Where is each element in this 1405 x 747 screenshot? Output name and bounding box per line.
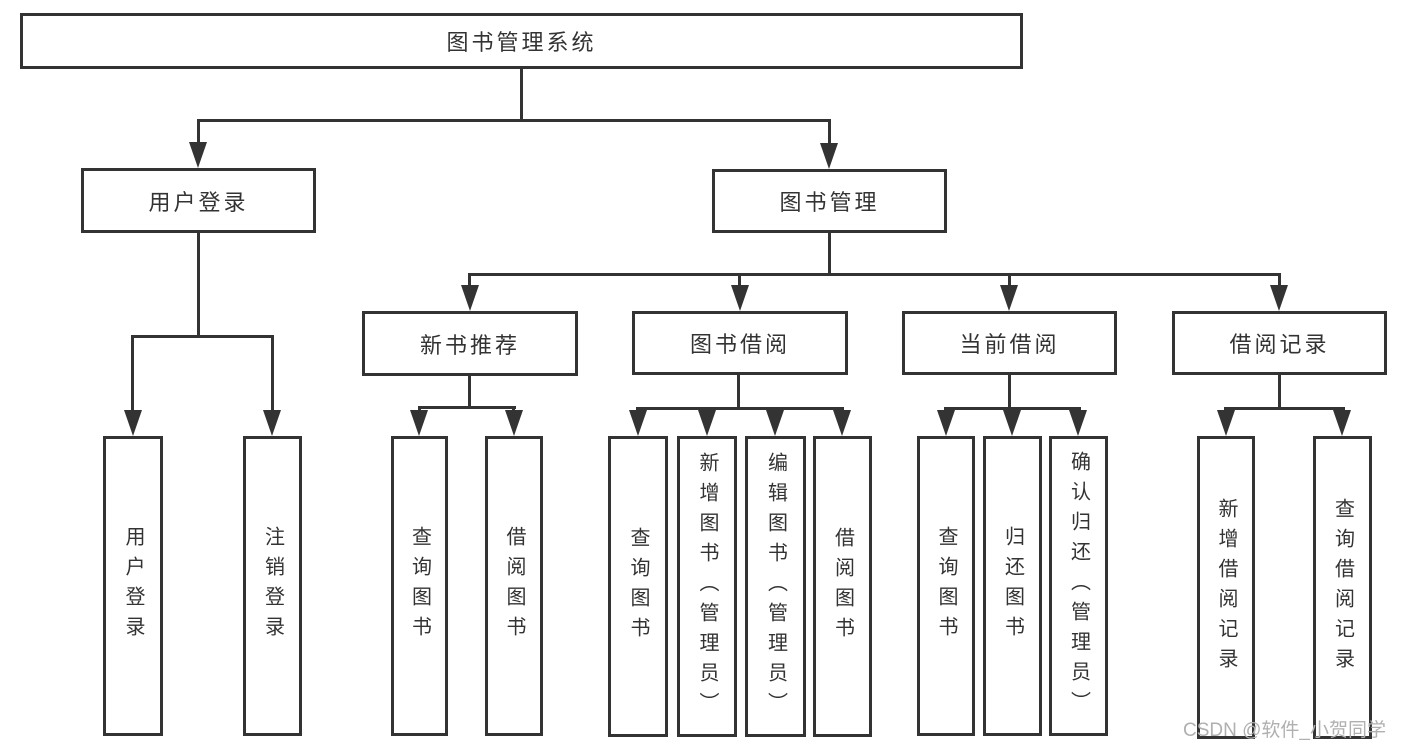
connector-line <box>197 231 200 338</box>
node-current-borrowing: 当前借阅 <box>902 311 1117 375</box>
connector-line <box>1008 374 1011 410</box>
node-edit-book-admin-label: 编辑图书（管理员） <box>764 451 787 722</box>
node-add-borrow-record-label: 新增借阅记录 <box>1215 497 1237 678</box>
node-query-books-current-label: 查询图书 <box>935 526 957 646</box>
node-return-books: 归还图书 <box>983 436 1042 736</box>
node-query-books-recommend-label: 查询图书 <box>408 526 431 646</box>
node-query-books-current: 查询图书 <box>917 436 975 736</box>
node-user-login: 用户登录 <box>81 168 316 233</box>
node-book-borrowing-label: 图书借阅 <box>689 332 790 357</box>
arrow-down-icon <box>189 142 207 168</box>
connector-line <box>131 335 134 415</box>
node-book-borrowing: 图书借阅 <box>632 311 848 375</box>
connector-line <box>636 407 844 410</box>
node-query-borrow-record: 查询借阅记录 <box>1313 436 1372 739</box>
node-borrow-books-action: 借阅图书 <box>813 436 872 737</box>
node-add-book-admin: 新增图书（管理员） <box>677 436 737 737</box>
arrow-down-icon <box>1000 285 1018 311</box>
arrow-down-icon <box>698 410 716 436</box>
arrow-down-icon <box>461 285 479 311</box>
arrow-down-icon <box>1003 410 1021 436</box>
csdn-watermark: CSDN @软件_小贺同学 <box>1183 720 1386 741</box>
arrow-down-icon <box>629 410 647 436</box>
connector-line <box>828 231 831 276</box>
arrow-down-icon <box>124 410 142 436</box>
connector-line <box>131 335 274 338</box>
connector-line <box>828 119 831 149</box>
arrow-down-icon <box>766 410 784 436</box>
connector-line <box>520 67 523 122</box>
arrow-down-icon <box>505 410 523 436</box>
node-new-book-recommendation-label: 新书推荐 <box>419 332 520 358</box>
arrow-down-icon <box>410 410 428 436</box>
node-logout-action-label: 注销登录 <box>261 526 284 646</box>
arrow-down-icon <box>1069 410 1087 436</box>
arrow-down-icon <box>1217 410 1235 436</box>
node-logout-action: 注销登录 <box>243 436 302 736</box>
node-add-book-admin-label: 新增图书（管理员） <box>696 451 718 722</box>
node-user-login-action-label: 用户登录 <box>122 526 144 646</box>
arrow-down-icon <box>937 410 955 436</box>
node-confirm-return-admin: 确认归还（管理员） <box>1049 436 1108 736</box>
node-user-login-label: 用户登录 <box>148 189 249 215</box>
connector-line <box>197 119 831 122</box>
connector-line <box>271 335 274 415</box>
arrow-down-icon <box>731 285 749 311</box>
node-borrow-books-action-label: 借阅图书 <box>831 526 854 647</box>
node-borrow-books-recommend-label: 借阅图书 <box>503 526 525 646</box>
node-query-books-recommend: 查询图书 <box>391 436 448 736</box>
connector-line <box>468 374 471 409</box>
connector-line <box>418 406 516 409</box>
node-user-login-action: 用户登录 <box>103 436 163 736</box>
node-edit-book-admin: 编辑图书（管理员） <box>745 436 806 737</box>
node-confirm-return-admin-label: 确认归还（管理员） <box>1067 451 1090 721</box>
connector-line <box>468 273 471 291</box>
connector-line <box>468 273 1281 276</box>
node-borrowing-records: 借阅记录 <box>1172 311 1387 375</box>
node-current-borrowing-label: 当前借阅 <box>959 332 1060 357</box>
node-query-books-borrow: 查询图书 <box>608 436 668 737</box>
node-new-book-recommendation: 新书推荐 <box>362 311 578 376</box>
connector-line <box>1278 273 1281 291</box>
node-add-borrow-record: 新增借阅记录 <box>1197 436 1255 739</box>
connector-line <box>738 273 741 291</box>
node-query-books-borrow-label: 查询图书 <box>627 526 649 647</box>
node-borrow-books-recommend: 借阅图书 <box>485 436 543 736</box>
connector-line <box>1224 407 1345 410</box>
arrow-down-icon <box>1270 285 1288 311</box>
node-return-books-label: 归还图书 <box>1001 526 1024 646</box>
node-query-borrow-record-label: 查询借阅记录 <box>1331 497 1354 678</box>
arrow-down-icon <box>833 410 851 436</box>
arrow-down-icon <box>263 410 281 436</box>
node-library-management-system-label: 图书管理系统 <box>446 30 597 55</box>
node-book-management-label: 图书管理 <box>779 190 880 215</box>
connector-line <box>1278 374 1281 410</box>
node-borrowing-records-label: 借阅记录 <box>1229 332 1330 357</box>
connector-line <box>737 374 740 410</box>
node-library-management-system: 图书管理系统 <box>20 13 1023 69</box>
connector-line <box>1008 273 1011 291</box>
connector-line <box>197 119 200 149</box>
arrow-down-icon <box>1333 410 1351 436</box>
arrow-down-icon <box>820 143 838 169</box>
node-book-management: 图书管理 <box>712 169 947 233</box>
